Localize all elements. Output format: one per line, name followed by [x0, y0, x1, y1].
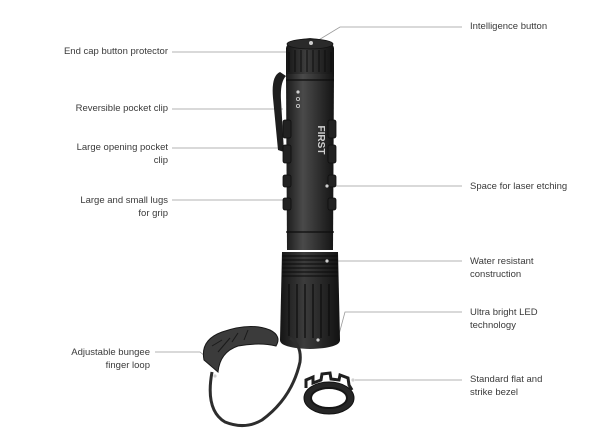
label-bungee-finger-loop: Adjustable bungee finger loop	[71, 347, 150, 371]
bezel-ring-inner	[310, 387, 348, 409]
led-dot	[316, 338, 320, 342]
label-space-for-laser-etching: Space for laser etching	[470, 181, 568, 192]
label-end-cap-button-protector: End cap button protector	[63, 46, 168, 57]
mode-dot-1	[296, 90, 300, 94]
flashlight-body	[286, 74, 334, 250]
head-knurling	[282, 255, 338, 277]
grip-lugs	[282, 119, 337, 211]
label-large-opening-pocket-clip: Large opening pocket clip	[76, 142, 168, 166]
intelligence-button-dot	[309, 41, 313, 45]
leader-lines-right	[311, 26, 462, 381]
mode-dot-3	[295, 104, 300, 109]
flashlight: FIRST	[272, 38, 340, 349]
strike-bezel	[303, 371, 355, 415]
laser-area-dot	[325, 184, 329, 188]
brand-text: FIRST	[315, 126, 326, 155]
bungee-holder-ridges	[211, 329, 249, 353]
bezel-crenellations	[304, 371, 354, 391]
leader-led	[337, 311, 462, 339]
label-lugs-for-grip: Large and small lugs for grip	[80, 195, 168, 219]
leader-intelligence	[311, 26, 462, 45]
label-reversible-pocket-clip: Reversible pocket clip	[75, 103, 168, 114]
label-water-resistant: Water resistant construction	[470, 256, 534, 280]
label-ultra-bright-led: Ultra bright LED technology	[470, 307, 538, 331]
bungee-holder	[202, 326, 279, 374]
water-seal-dot	[325, 259, 329, 263]
tail-cap-ridges	[288, 50, 332, 72]
bungee-cord	[208, 336, 302, 427]
bungee-finger-loop	[202, 326, 302, 427]
leader-lines-left	[155, 51, 290, 361]
label-intelligence-button: Intelligence button	[470, 21, 548, 32]
body-bands	[286, 79, 334, 233]
pocket-clip-shape	[272, 72, 286, 152]
bezel-dot	[351, 378, 355, 382]
bungee-dot	[213, 374, 217, 378]
leader-bungee	[155, 351, 211, 361]
head-fins	[288, 284, 330, 338]
label-strike-bezel: Standard flat and strike bezel	[470, 374, 543, 398]
mode-dot-2	[295, 97, 300, 102]
